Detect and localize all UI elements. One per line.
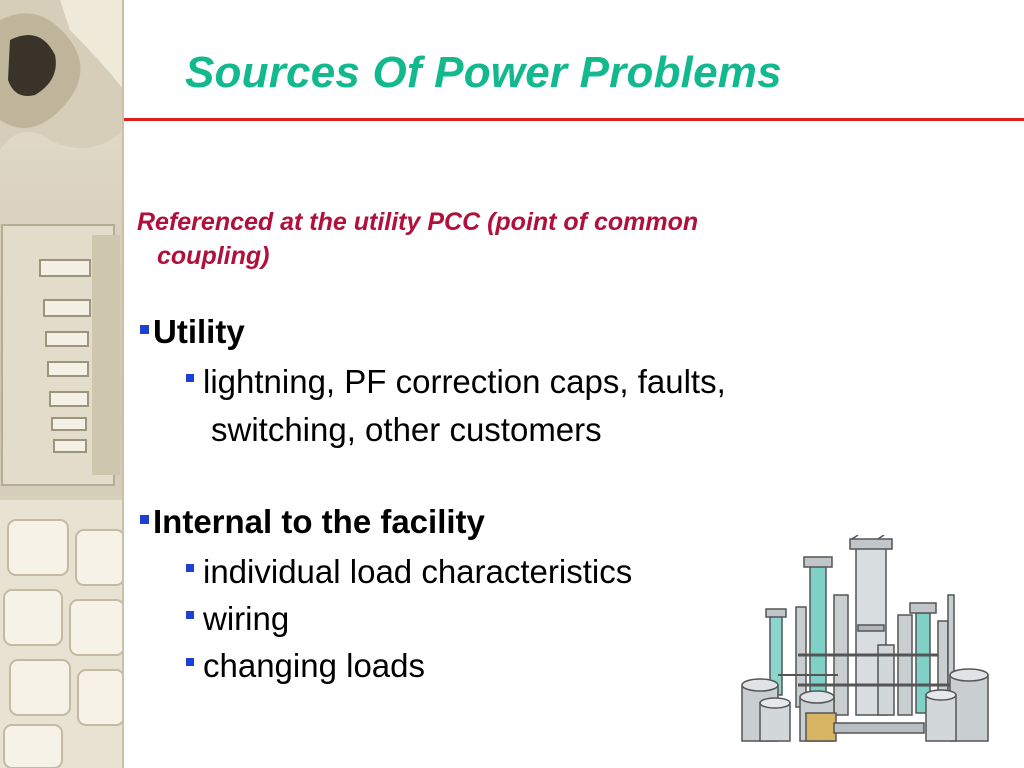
slide-title: Sources Of Power Problems — [185, 48, 782, 97]
subtitle-line-2: coupling) — [157, 242, 270, 270]
sub-bullet-text: lightning, PF correction caps, faults, — [203, 363, 726, 400]
bullet-heading: Utility — [153, 313, 245, 350]
sub-bullet-text: wiring — [203, 600, 290, 637]
computer-keyboard-photo-icon — [0, 0, 124, 768]
bullet-internal: Internal to the facility — [140, 500, 485, 544]
subtitle-line-1: Referenced at the utility PCC (point of … — [137, 208, 699, 236]
sidebar-photo — [0, 0, 124, 768]
slide-subtitle: Referenced at the utility PCC (point of … — [137, 205, 897, 273]
sub-bullet: individual load characteristics — [186, 550, 632, 594]
sub-bullet: changing loads — [186, 644, 425, 688]
bullet-utility: Utility — [140, 310, 245, 354]
sub-bullet-text: changing loads — [203, 647, 426, 684]
sub-bullet: lightning, PF correction caps, faults, — [186, 360, 726, 404]
square-bullet-icon — [186, 374, 194, 383]
sub-bullet: wiring — [186, 597, 289, 641]
sub-bullet-continuation: switching, other customers — [211, 411, 602, 448]
square-bullet-icon — [186, 658, 194, 667]
square-bullet-icon — [140, 514, 149, 524]
sub-bullet-text: individual load characteristics — [203, 553, 633, 590]
square-bullet-icon — [186, 611, 194, 620]
title-divider — [124, 118, 1024, 121]
bullet-heading: Internal to the facility — [153, 503, 485, 540]
industrial-plant-clipart-icon — [741, 535, 989, 742]
square-bullet-icon — [186, 564, 194, 573]
square-bullet-icon — [140, 324, 149, 334]
